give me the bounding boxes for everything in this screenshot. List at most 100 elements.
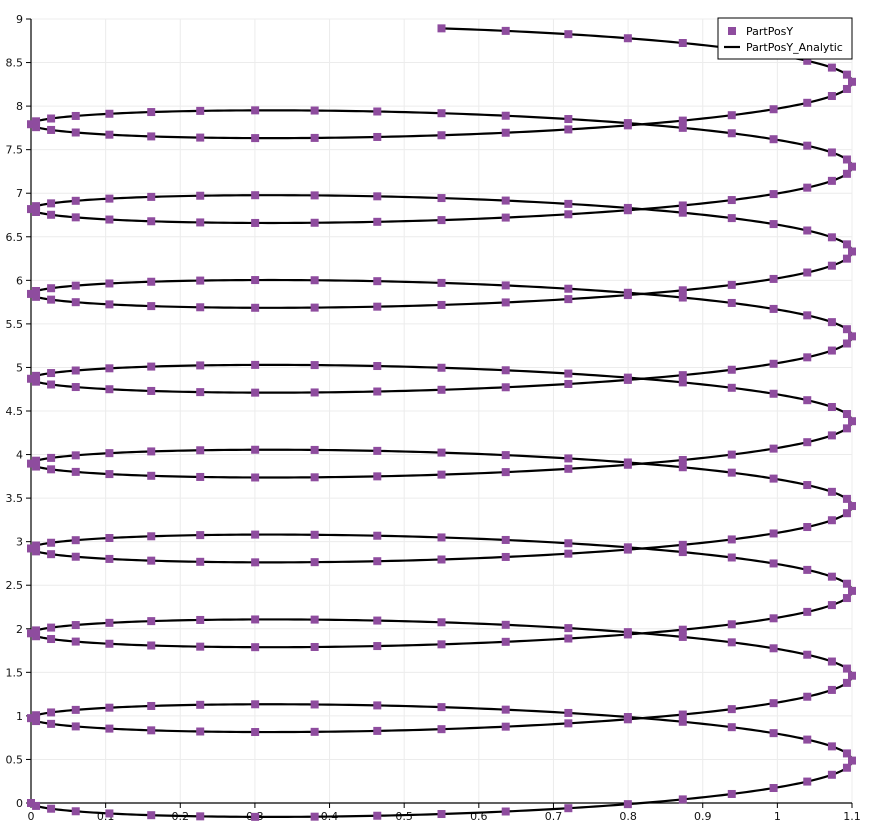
data-point-partposy — [32, 287, 41, 295]
data-point-partposy — [373, 811, 382, 820]
data-point-partposy — [842, 70, 851, 79]
data-point-partposy — [196, 642, 205, 651]
data-point-partposy — [147, 302, 156, 311]
legend-label: PartPosY_Analytic — [746, 41, 843, 54]
data-point-partposy — [501, 128, 510, 137]
data-point-partposy — [105, 109, 114, 118]
data-point-partposy — [564, 539, 573, 548]
data-point-partposy — [437, 385, 446, 394]
data-point-partposy — [769, 359, 778, 368]
data-point-partposy — [678, 632, 687, 641]
data-point-partposy — [678, 710, 687, 719]
data-point-partposy — [71, 111, 80, 120]
data-point-partposy — [27, 374, 35, 383]
data-point-partposy — [251, 558, 260, 567]
data-point-partposy — [105, 639, 114, 648]
data-point-partposy — [251, 812, 260, 821]
data-point-partposy — [727, 638, 736, 647]
data-point-partposy — [310, 445, 319, 454]
data-point-partposy — [147, 532, 156, 541]
data-point-partposy — [196, 727, 205, 736]
data-point-partposy — [47, 380, 56, 389]
data-point-partposy — [147, 108, 156, 117]
data-point-partposy — [769, 699, 778, 708]
data-point-partposy — [310, 530, 319, 539]
data-point-partposy — [437, 640, 446, 649]
data-point-partposy — [147, 726, 156, 735]
data-point-partposy — [32, 377, 41, 386]
data-point-partposy — [147, 447, 156, 456]
data-point-partposy — [71, 196, 80, 205]
data-point-partposy — [623, 545, 632, 554]
data-point-partposy — [827, 402, 836, 411]
data-point-partposy — [310, 218, 319, 227]
y-tick-label: 4.5 — [6, 405, 24, 418]
data-point-partposy — [727, 723, 736, 732]
data-point-partposy — [105, 534, 114, 542]
y-tick-label: 1 — [16, 710, 23, 723]
data-point-partposy — [437, 703, 446, 712]
data-point-partposy — [501, 807, 510, 816]
data-point-partposy — [437, 24, 446, 33]
data-point-partposy — [769, 274, 778, 283]
data-point-partposy — [564, 634, 573, 643]
data-point-partposy — [47, 635, 56, 644]
data-point-partposy — [196, 303, 205, 312]
data-point-partposy — [310, 303, 319, 312]
data-point-partposy — [105, 449, 114, 458]
data-point-partposy — [47, 538, 56, 547]
data-point-partposy — [71, 722, 80, 731]
data-point-partposy — [32, 123, 41, 132]
data-point-partposy — [47, 114, 56, 123]
data-point-partposy — [842, 494, 851, 503]
data-point-partposy — [727, 383, 736, 392]
data-point-partposy — [251, 728, 260, 737]
data-point-partposy — [842, 749, 851, 758]
data-point-partposy — [727, 111, 736, 120]
data-point-partposy — [678, 201, 687, 210]
data-point-partposy — [727, 280, 736, 289]
x-tick-label: 1 — [774, 810, 781, 823]
data-point-partposy — [147, 811, 156, 820]
data-point-partposy — [678, 293, 687, 302]
data-point-partposy — [32, 632, 41, 641]
data-point-partposy — [196, 812, 205, 821]
data-point-partposy — [803, 183, 812, 192]
y-tick-label: 6.5 — [6, 231, 24, 244]
data-point-partposy — [769, 304, 778, 313]
data-point-partposy — [769, 389, 778, 398]
data-point-partposy — [827, 261, 836, 270]
data-point-partposy — [105, 554, 114, 563]
data-point-partposy — [32, 292, 41, 301]
data-point-partposy — [564, 125, 573, 134]
data-point-partposy — [803, 607, 812, 616]
data-point-partposy — [678, 39, 687, 47]
data-point-partposy — [827, 601, 836, 610]
data-point-partposy — [310, 615, 319, 624]
data-point-partposy — [501, 196, 510, 205]
data-point-partposy — [803, 141, 812, 150]
data-point-partposy — [564, 708, 573, 717]
data-point-partposy — [678, 371, 687, 380]
data-point-partposy — [196, 446, 205, 455]
data-point-partposy — [32, 208, 41, 216]
data-point-partposy — [71, 366, 80, 375]
data-point-partposy — [310, 558, 319, 567]
data-point-partposy — [71, 128, 80, 137]
data-point-partposy — [373, 302, 382, 311]
data-point-partposy — [727, 450, 736, 459]
data-point-partposy — [842, 424, 851, 433]
data-point-partposy — [842, 763, 851, 772]
data-point-partposy — [678, 455, 687, 464]
data-point-partposy — [848, 77, 856, 86]
data-point-partposy — [196, 106, 205, 115]
data-point-partposy — [803, 481, 812, 490]
y-tick-label: 5 — [16, 361, 23, 374]
data-point-partposy — [564, 549, 573, 558]
data-point-partposy — [47, 125, 56, 134]
data-point-partposy — [310, 727, 319, 736]
data-point-partposy — [373, 557, 382, 566]
x-tick-label: 0.9 — [694, 810, 712, 823]
series-layer — [27, 24, 856, 821]
